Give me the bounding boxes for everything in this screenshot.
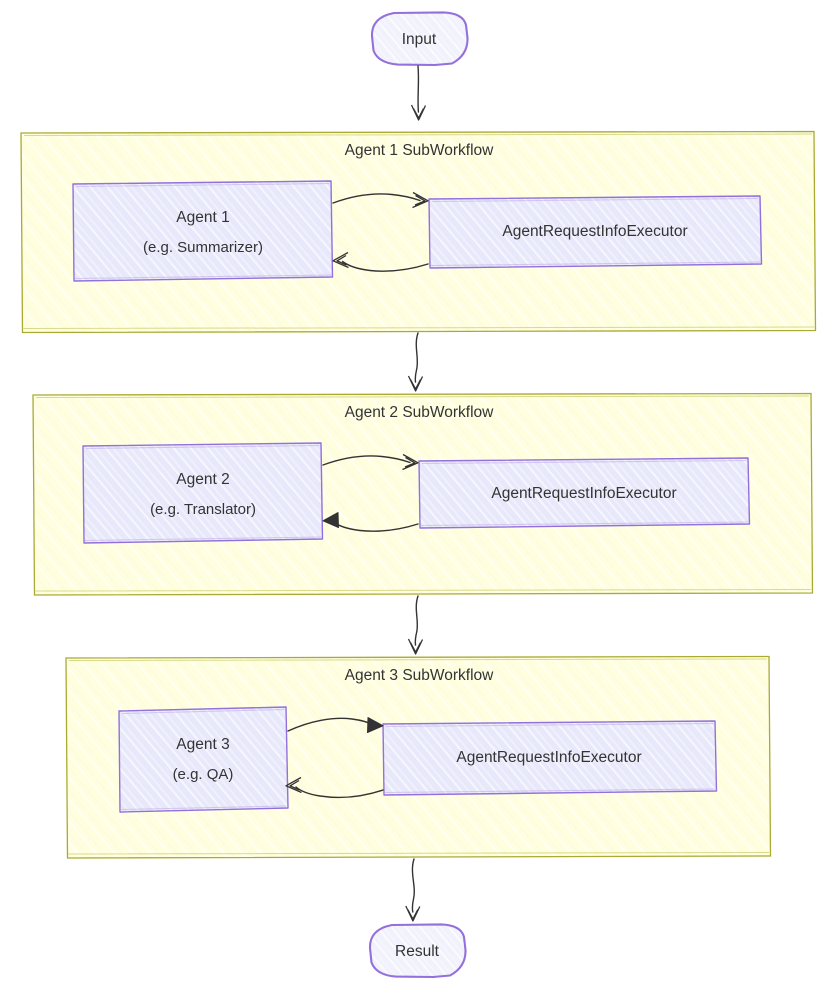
exec3-rect-edge	[384, 722, 716, 794]
exec2-rect-edge	[420, 459, 749, 527]
result-shape	[368, 923, 467, 979]
arrowhead-icon	[332, 251, 349, 269]
edge-agent3-to-exec3	[287, 717, 384, 733]
edge-exec2-to-agent2	[322, 512, 419, 532]
cluster-1-rect-edge	[23, 133, 815, 329]
agent2-rect-edge	[84, 444, 322, 542]
arrowhead-icon	[407, 375, 424, 392]
node-exec3[interactable]: AgentRequestInfoExecutor	[382, 720, 718, 796]
agent1-rect	[72, 180, 334, 282]
arrowhead-icon	[412, 191, 429, 209]
arrowhead-icon	[285, 776, 302, 794]
arrowhead-icon	[407, 638, 424, 655]
node-agent3[interactable]: Agent 3 (e.g. QA)	[118, 706, 289, 813]
exec3-rect	[382, 720, 718, 796]
node-exec2[interactable]: AgentRequestInfoExecutor	[418, 457, 751, 529]
node-agent1[interactable]: Agent 1 (e.g. Summarizer)	[72, 180, 334, 282]
cluster-agent2-subworkflow[interactable]: Agent 2 SubWorkflow Agent 2 (e.g. Transl…	[32, 392, 814, 596]
edge-exec1-to-agent1	[332, 251, 429, 272]
edge-exec3-to-agent3	[285, 776, 384, 799]
node-agent2[interactable]: Agent 2 (e.g. Translator)	[82, 442, 324, 544]
node-input[interactable]: Input	[370, 11, 469, 67]
agent2-rect	[82, 442, 324, 544]
arrowhead-icon	[405, 905, 421, 922]
cluster-3-rect-edge	[68, 658, 770, 855]
arrowhead-icon	[410, 104, 427, 121]
edge-path	[411, 858, 415, 913]
edge-input-to-sub1	[410, 65, 427, 121]
agent3-rect	[118, 706, 289, 813]
edge-sub1-to-sub2	[407, 332, 424, 392]
arrowhead-icon	[322, 512, 339, 528]
cluster-agent3-subworkflow[interactable]: Agent 3 SubWorkflow Agent 3 (e.g. QA) Ag…	[65, 655, 772, 859]
edge-sub3-to-result	[405, 858, 421, 922]
edge-path	[322, 455, 411, 466]
edge-path	[332, 193, 421, 204]
arrowhead-icon	[402, 453, 419, 471]
cluster-2-rect-edge	[35, 395, 812, 592]
exec2-rect	[418, 457, 751, 529]
exec1-rect	[428, 195, 763, 269]
node-result[interactable]: Result	[368, 923, 467, 979]
cluster-agent1-subworkflow[interactable]: Agent 1 SubWorkflow Agent 1 (e.g. Summar…	[20, 130, 817, 334]
edge-path	[341, 260, 429, 272]
edge-path	[414, 332, 419, 383]
arrowhead-icon	[367, 717, 384, 733]
node-exec1[interactable]: AgentRequestInfoExecutor	[428, 195, 763, 269]
edge-path	[295, 786, 384, 799]
input-shape	[370, 11, 469, 67]
edge-agent1-to-exec1	[332, 191, 429, 209]
exec1-rect-edge	[430, 197, 761, 267]
agent3-rect-edge	[120, 708, 287, 811]
edge-agent2-to-exec2	[322, 453, 419, 471]
edge-path	[414, 595, 419, 646]
edge-sub2-to-sub3	[407, 595, 424, 655]
agent1-rect-edge	[74, 182, 332, 280]
